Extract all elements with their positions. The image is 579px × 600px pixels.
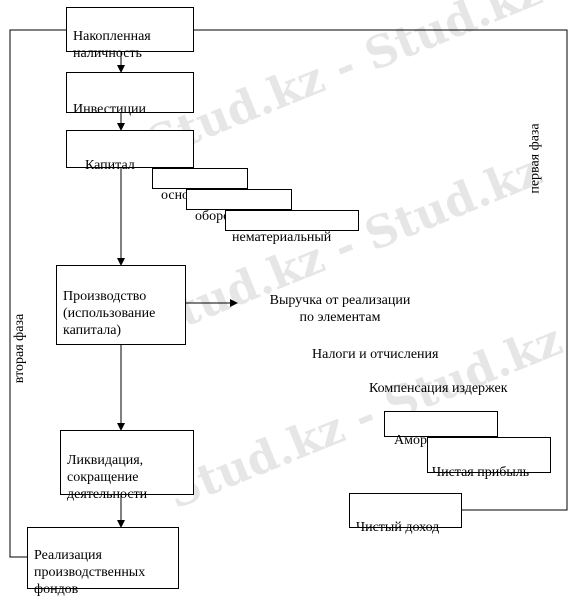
realization-box: Реализация производственных фондов — [27, 527, 179, 597]
investments-text: Инвестиции — [73, 102, 146, 117]
accumulated-cash-text: Накопленная наличность — [73, 29, 151, 61]
intangible-capital-box: нематериальный — [225, 210, 359, 245]
taxes-label: Налоги и отчисления — [312, 347, 439, 362]
first-phase-loop — [194, 29, 568, 511]
liquidation-box: Ликвидация, сокращение деятельности — [60, 430, 194, 502]
capital-text: Капитал — [85, 158, 135, 173]
intangible-capital-text: нематериальный — [232, 230, 332, 245]
second-phase-label: вторая фаза — [12, 313, 28, 384]
net-income-text: Чистый доход — [356, 520, 440, 535]
net-profit-box: Чистая прибыль — [427, 437, 551, 480]
second-phase-loop — [9, 29, 66, 558]
liquidation-text: Ликвидация, сокращение деятельности — [67, 453, 148, 502]
capital-box: Капитал — [66, 130, 194, 173]
amortization-box: Амортизация — [384, 411, 498, 448]
investments-box: Инвестиции — [66, 72, 194, 117]
accumulated-cash-box: Накопленная наличность — [66, 7, 194, 61]
fixed-capital-box: основной — [152, 168, 248, 203]
first-phase-label: первая фаза — [527, 123, 543, 194]
net-profit-text: Чистая прибыль — [432, 465, 530, 480]
production-text: Производство (использование капитала) — [63, 289, 156, 338]
realization-text: Реализация производственных фондов — [34, 548, 146, 597]
cost-compensation-label: Компенсация издержек — [369, 381, 508, 396]
production-box: Производство (использование капитала) — [56, 265, 186, 345]
working-capital-box: оборотный — [186, 189, 292, 224]
net-income-box: Чистый доход — [349, 493, 462, 535]
revenue-label: Выручка от реализации по элементам — [269, 293, 411, 325]
